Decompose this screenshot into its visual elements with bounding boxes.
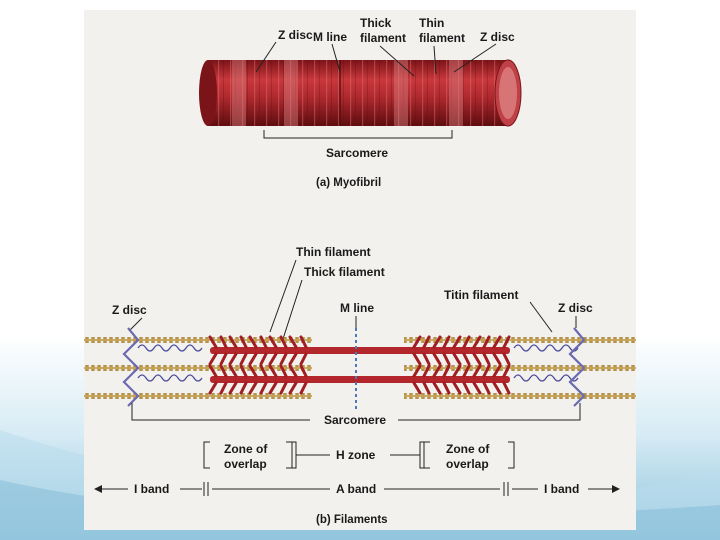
leader-titin-b xyxy=(529,301,553,333)
cylinder-left-end xyxy=(199,60,217,126)
label-z-disc-a-left: Z disc xyxy=(278,28,313,42)
h-zone-bracket-close xyxy=(419,441,426,469)
thick-filament xyxy=(210,376,510,383)
label-zone-overlap-left-1: Zone of xyxy=(224,442,268,456)
leader-z-disc-a-right xyxy=(453,43,497,73)
label-m-line-b: M line xyxy=(340,301,374,315)
label-i-band-right: I band xyxy=(544,482,579,496)
leader-z-disc-b-left xyxy=(129,317,143,331)
label-thin-filament-a-1: Thin xyxy=(419,16,444,30)
titin-coil xyxy=(513,374,579,382)
label-h-zone: H zone xyxy=(336,448,376,462)
sarcomere-label-bg xyxy=(310,412,398,428)
z-disc-left xyxy=(122,327,140,407)
z-disc-right xyxy=(568,327,586,407)
leader-z-disc-a-left xyxy=(255,41,277,73)
label-sarcomere-b: Sarcomere xyxy=(324,413,386,427)
titin-coil xyxy=(137,374,203,382)
myosin-heads xyxy=(208,364,511,395)
label-z-disc-a-right: Z disc xyxy=(480,30,515,44)
overlap-right-bracket-close xyxy=(508,441,515,469)
leader-thick-a xyxy=(379,45,415,77)
thick-filament xyxy=(210,347,510,354)
cylinder-cross-section xyxy=(499,67,517,119)
light-band xyxy=(232,60,246,126)
sarcomere-bracket-a xyxy=(263,130,453,139)
thin-filament xyxy=(84,393,312,399)
label-m-line-a: M line xyxy=(313,30,347,44)
label-thick-filament-a-1: Thick xyxy=(360,16,392,30)
leader-thin-a xyxy=(433,45,437,75)
label-a-band: A band xyxy=(336,482,376,496)
a-band-right-line xyxy=(384,482,509,496)
label-thin-filament-a-2: filament xyxy=(419,31,465,45)
leader-thick-b xyxy=(281,279,303,343)
thin-filament xyxy=(84,365,312,371)
arrow-left-icon xyxy=(94,485,102,493)
overlap-left-bracket-close xyxy=(286,441,293,469)
thin-filament xyxy=(404,393,636,399)
filament-diagram xyxy=(84,327,636,410)
label-thick-filament-b: Thick filament xyxy=(304,265,385,279)
leader-m-line-a xyxy=(331,43,341,73)
cylinder-striations xyxy=(208,60,508,126)
label-thick-filament-a-2: filament xyxy=(360,31,406,45)
light-band xyxy=(284,60,298,126)
thin-filament xyxy=(404,365,636,371)
label-zone-overlap-left-2: overlap xyxy=(224,457,267,471)
figure-svg: Z disc M line Thick filament Thin filame… xyxy=(84,16,636,526)
arrow-right-icon xyxy=(612,485,620,493)
myofibril-cylinder xyxy=(199,59,522,127)
label-sarcomere-a: Sarcomere xyxy=(326,146,388,160)
h-zone-bracket-open xyxy=(290,441,297,469)
light-band xyxy=(394,60,408,126)
label-zone-overlap-right-1: Zone of xyxy=(446,442,490,456)
label-z-disc-b-left: Z disc xyxy=(112,303,147,317)
label-i-band-left: I band xyxy=(134,482,169,496)
caption-a: (a) Myofibril xyxy=(316,177,381,189)
label-titin-filament-b: Titin filament xyxy=(444,288,518,302)
overlap-left-bracket-open xyxy=(203,441,210,469)
overlap-right-bracket-open xyxy=(423,441,430,469)
myosin-heads xyxy=(208,335,511,366)
thin-filament xyxy=(404,337,636,343)
label-z-disc-b-right: Z disc xyxy=(558,301,593,315)
i-band-left-end xyxy=(180,482,209,496)
label-zone-overlap-right-2: overlap xyxy=(446,457,489,471)
label-thin-filament-b: Thin filament xyxy=(296,245,371,259)
leader-thin-b xyxy=(269,259,297,333)
thin-filament xyxy=(84,337,312,343)
titin-coil xyxy=(513,344,579,352)
caption-b: (b) Filaments xyxy=(316,514,388,526)
sarcomere-figure: Z disc M line Thick filament Thin filame… xyxy=(84,10,636,530)
titin-coil xyxy=(137,344,203,352)
light-band xyxy=(449,60,463,126)
